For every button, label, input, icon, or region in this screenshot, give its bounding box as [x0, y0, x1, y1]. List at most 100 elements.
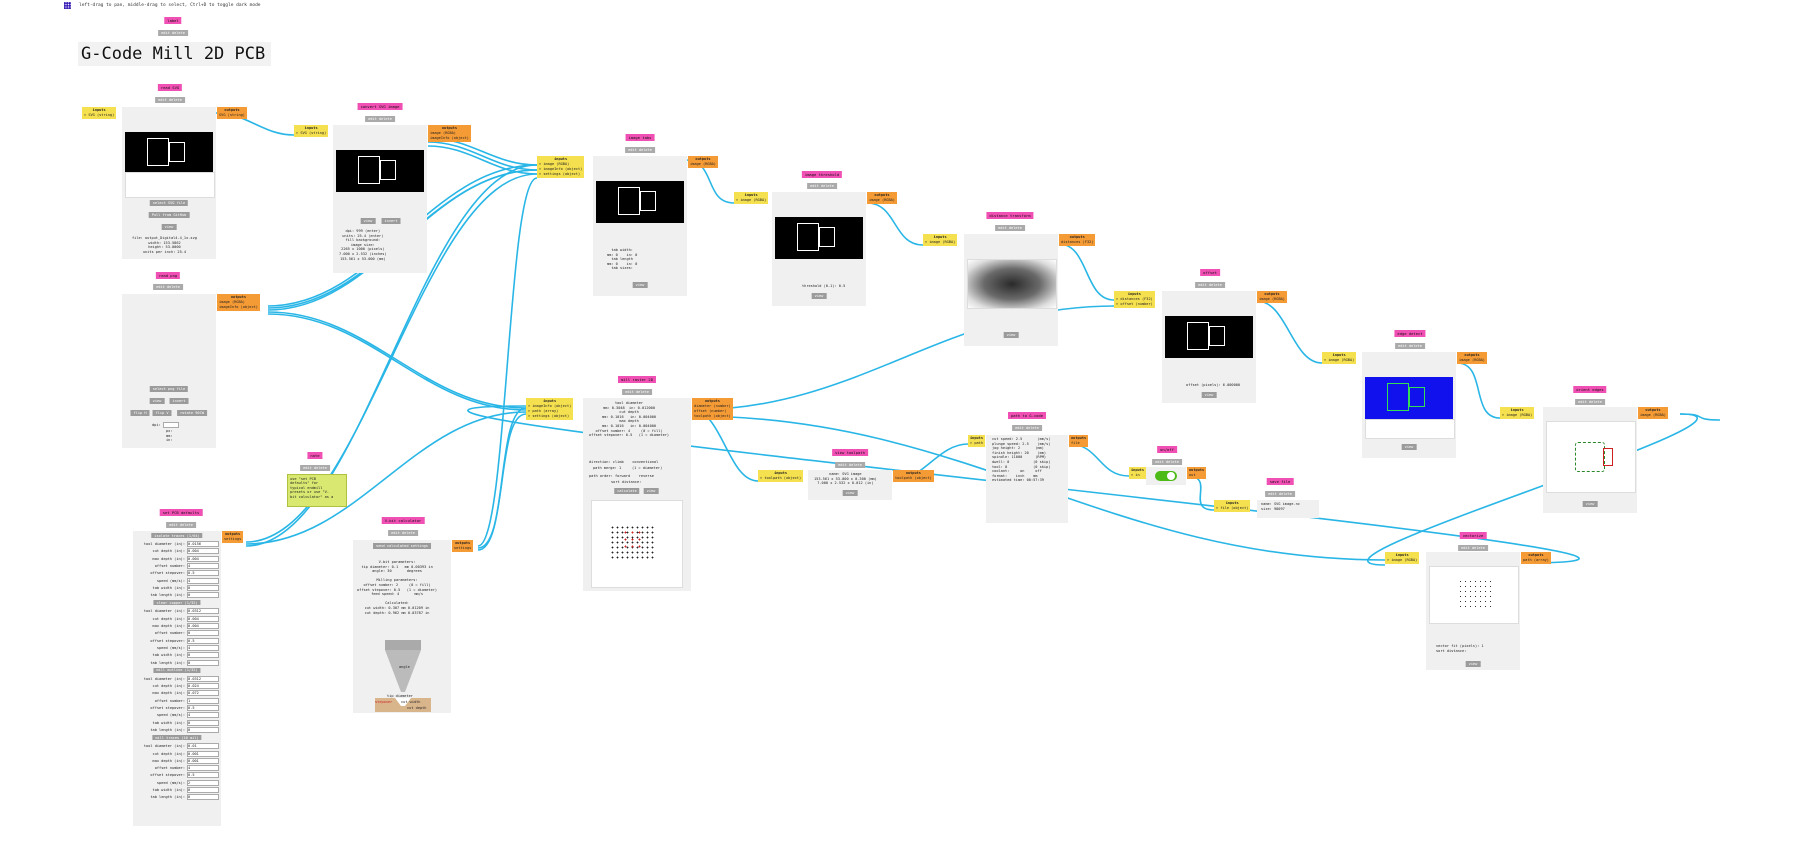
vbit-calculator-tools[interactable]: edit delete [388, 530, 418, 536]
image-threshold-tools[interactable]: edit delete [807, 183, 837, 189]
pcb-setting-input[interactable]: 0 [187, 592, 219, 599]
edge-detect-tools[interactable]: edit delete [1395, 343, 1425, 349]
pcb-setting-input[interactable]: 0.0156 [187, 541, 219, 547]
pcb-setting-input[interactable]: 0.024 [187, 683, 219, 690]
pcb-setting-input[interactable]: 0.001 [187, 757, 219, 764]
orient-edges-tools[interactable]: edit delete [1575, 399, 1605, 405]
read-png-view-button[interactable]: view [149, 398, 165, 404]
read-svg-title[interactable]: read SVG [157, 84, 183, 91]
convert-svg-invert-button[interactable]: invert [381, 218, 401, 224]
mill-raster-view-button[interactable]: view [643, 488, 659, 494]
view-toolpath-tools[interactable]: edit delete [835, 462, 865, 468]
convert-svg-inputs[interactable]: inputs> SVG (string) [294, 125, 329, 137]
save-file-inputs[interactable]: inputs> file (object) [1214, 500, 1251, 512]
on-off-toggle[interactable] [1155, 471, 1177, 481]
pcb-setting-input[interactable]: 0 [187, 719, 219, 726]
pcb-setting-input[interactable]: 0.5 [187, 772, 219, 779]
pcb-setting-input[interactable]: 0.072 [187, 690, 219, 697]
pcb-setting-input[interactable]: 0.004 [187, 615, 219, 622]
view-toolpath-inputs[interactable]: inputs> toolpath (object) [758, 470, 804, 482]
image-tabs-title[interactable]: image tabs [625, 134, 655, 141]
pcb-setting-input[interactable]: 0.5 [187, 637, 219, 644]
pcb-setting-input[interactable]: 0 [187, 652, 219, 659]
distance-transform-tools[interactable]: edit delete [995, 225, 1025, 231]
pull-from-github-button[interactable]: Pull from GitHub [148, 212, 190, 218]
pcb-setting-input[interactable]: 0 [187, 787, 219, 793]
vectorize-title[interactable]: vectorize [1459, 532, 1487, 539]
on-off-title[interactable]: on/off [1157, 446, 1177, 453]
image-threshold-title[interactable]: image threshold [801, 171, 843, 178]
set-pcb-defaults-tools[interactable]: edit delete [166, 522, 196, 528]
edge-detect-inputs[interactable]: inputs> image (RGBA) [1322, 352, 1357, 364]
rotate-90cw-button[interactable]: rotate 90CW [177, 410, 207, 416]
pcb-setting-input[interactable]: 0.5 [187, 705, 219, 711]
pcb-setting-input[interactable]: 0 [187, 659, 219, 666]
pcb-setting-input[interactable]: 0.004 [187, 623, 219, 629]
vectorize-inputs[interactable]: inputs> image (RGBA) [1385, 552, 1420, 564]
offset-pixels-field[interactable]: offset (pixels): 6.000000 [1186, 383, 1241, 387]
read-svg-inputs[interactable]: inputs> SVG (string) [82, 107, 117, 119]
convert-svg-image-title[interactable]: convert SVG image [357, 103, 403, 110]
image-tabs-inputs[interactable]: inputs> image (RGBA) > imageInfo (object… [537, 156, 585, 178]
pcb-setting-input[interactable]: 0 [187, 584, 219, 591]
save-file-tools[interactable]: edit delete [1265, 491, 1295, 497]
read-png-invert-button[interactable]: invert [169, 398, 189, 404]
vbit-calculator-title[interactable]: V-bit calculator [381, 517, 425, 524]
distance-transform-title[interactable]: distance transform [986, 212, 1034, 219]
image-threshold-view-button[interactable]: view [811, 293, 827, 299]
calculate-button[interactable]: calculate [614, 488, 640, 494]
sort-distance-checkbox[interactable]: sort distance: [611, 480, 642, 484]
pcb-setting-input[interactable]: 4 [187, 644, 219, 651]
offset-inputs[interactable]: inputs> distances (F32) > offset (number… [1114, 291, 1155, 308]
label-module-title[interactable]: label [164, 17, 182, 24]
offset-view-button[interactable]: view [1201, 392, 1217, 398]
select-svg-file-button[interactable]: select SVG file [149, 200, 189, 206]
offset-tools[interactable]: edit delete [1195, 282, 1225, 288]
mill-raster-2d-title[interactable]: mill raster 2D [617, 376, 657, 383]
image-threshold-inputs[interactable]: inputs> image (RGBA) [734, 192, 769, 204]
view-toolpath-title[interactable]: view toolpath [832, 449, 868, 456]
path-order-radio[interactable]: path order: forward reverse [589, 474, 654, 478]
pcb-setting-input[interactable]: 0.0312 [187, 608, 219, 615]
path-to-gcode-inputs[interactable]: inputs> path [968, 435, 985, 447]
pcb-setting-input[interactable]: 0 [187, 726, 219, 733]
view-toolpath-view-button[interactable]: view [842, 490, 858, 496]
convert-svg-view-button[interactable]: view [360, 218, 376, 224]
on-off-tools[interactable]: edit delete [1152, 459, 1182, 465]
pcb-setting-input[interactable]: 0.01 [187, 743, 219, 750]
pcb-section-2[interactable]: mill outline (1/32) [153, 667, 201, 673]
set-pcb-defaults-title[interactable]: set PCB defaults [159, 509, 203, 516]
read-svg-view-button[interactable]: view [161, 224, 177, 230]
read-png-tools[interactable]: edit delete [153, 284, 183, 290]
pcb-setting-input[interactable]: 0 [187, 630, 219, 637]
pcb-setting-input[interactable]: 0 [187, 794, 219, 801]
select-png-file-button[interactable]: select png file [149, 386, 189, 392]
pcb-setting-input[interactable]: 4 [187, 562, 219, 569]
offset-title[interactable]: offset [1200, 269, 1220, 276]
flip-h-button[interactable]: flip H [130, 410, 150, 416]
distance-transform-view-button[interactable]: view [1003, 332, 1019, 338]
path-merge-field[interactable]: path merge: 1 (1 = diameter) [593, 466, 663, 470]
orient-edges-inputs[interactable]: inputs> image (RGBA) [1500, 407, 1535, 419]
note-title[interactable]: note [307, 452, 323, 459]
pcb-setting-input[interactable]: 2 [187, 779, 219, 786]
note-tools[interactable]: edit delete [300, 465, 330, 471]
label-module-tools[interactable]: edit delete [158, 30, 188, 36]
path-to-gcode-title[interactable]: path to G-code [1007, 412, 1047, 419]
grid-menu-icon[interactable] [64, 2, 71, 9]
pcb-setting-input[interactable]: 4 [187, 712, 219, 719]
mill-raster-2d-inputs[interactable]: inputs> imageInfo (object) > path (array… [526, 398, 574, 420]
